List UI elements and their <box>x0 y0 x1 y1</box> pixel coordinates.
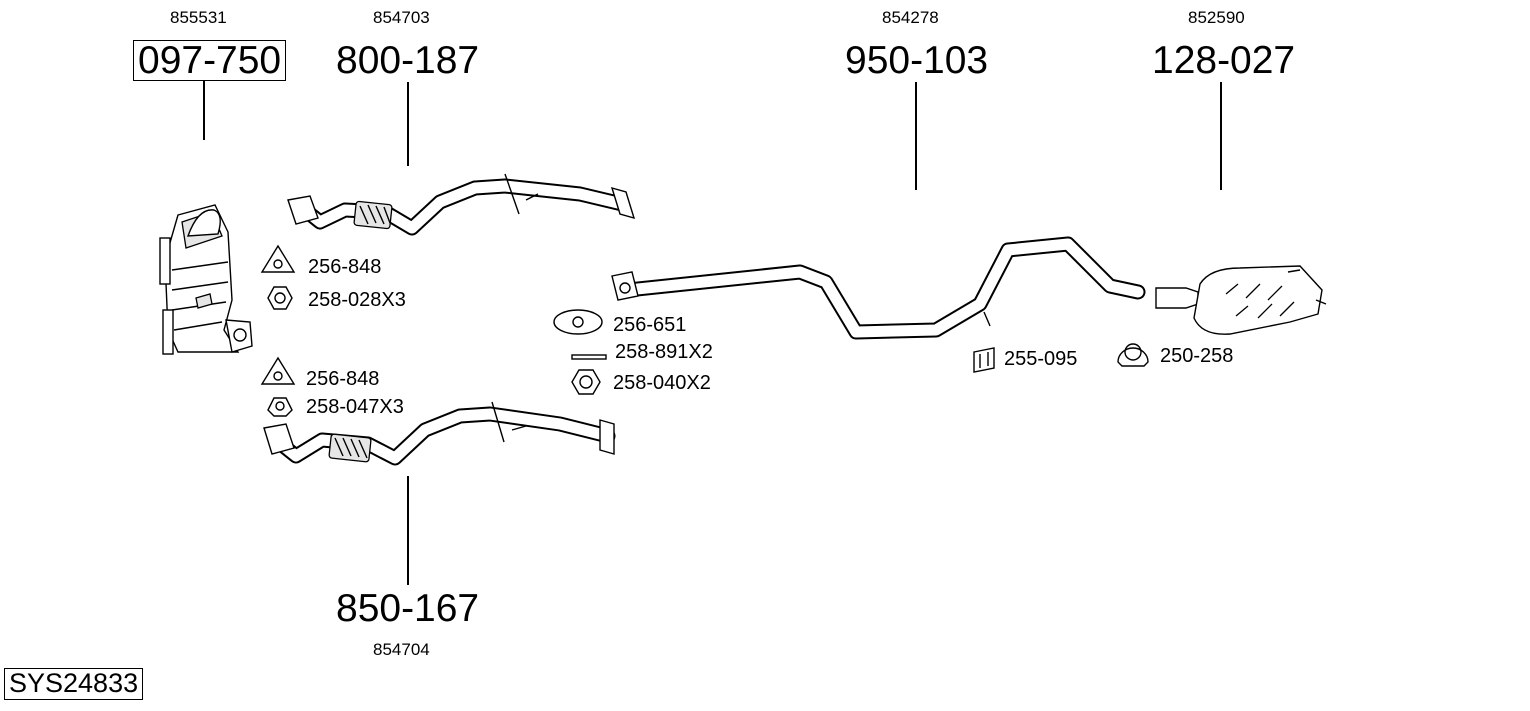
part-number-950-103[interactable]: 950-103 <box>845 39 989 82</box>
part-number-097-750[interactable]: 097-750 <box>133 40 287 81</box>
accessory-label[interactable]: 256-651 <box>613 314 687 336</box>
center-pipe-drawing <box>611 236 1146 340</box>
part-number-800-187[interactable]: 800-187 <box>336 39 480 82</box>
accessory-label[interactable]: 258-040X2 <box>613 372 711 394</box>
part-ref-852590: 852590 <box>1188 8 1245 27</box>
accessory-label[interactable]: 258-047X3 <box>306 396 404 418</box>
bolt-icon <box>571 354 607 360</box>
front-pipe-lower-drawing <box>263 401 616 466</box>
gasket-oval-icon <box>553 309 603 335</box>
rubber-hanger-icon <box>973 347 995 373</box>
accessory-label[interactable]: 250-258 <box>1160 345 1234 367</box>
part-ref-855531: 855531 <box>170 8 227 27</box>
part-ref-854704: 854704 <box>373 640 430 659</box>
system-id: SYS24833 <box>4 668 144 700</box>
part-number-850-167[interactable]: 850-167 <box>336 587 480 630</box>
accessory-label[interactable]: 256-848 <box>306 368 380 390</box>
part-number-128-027[interactable]: 128-027 <box>1152 39 1296 82</box>
accessory-label[interactable]: 255-095 <box>1004 348 1078 370</box>
flange-nut-icon <box>267 397 293 417</box>
gasket-triangle-icon <box>260 356 296 385</box>
accessory-label[interactable]: 258-028X3 <box>308 289 406 311</box>
accessory-label[interactable]: 258-891X2 <box>615 341 713 363</box>
accessory-label[interactable]: 256-848 <box>308 256 382 278</box>
rear-silencer-drawing <box>1155 265 1327 335</box>
front-pipe-upper-drawing <box>287 173 636 236</box>
gasket-triangle-icon <box>260 244 296 273</box>
catalytic-converter-drawing <box>159 204 253 355</box>
part-ref-854703: 854703 <box>373 8 430 27</box>
part-ref-854278: 854278 <box>882 8 939 27</box>
clamp-icon <box>1117 347 1149 367</box>
